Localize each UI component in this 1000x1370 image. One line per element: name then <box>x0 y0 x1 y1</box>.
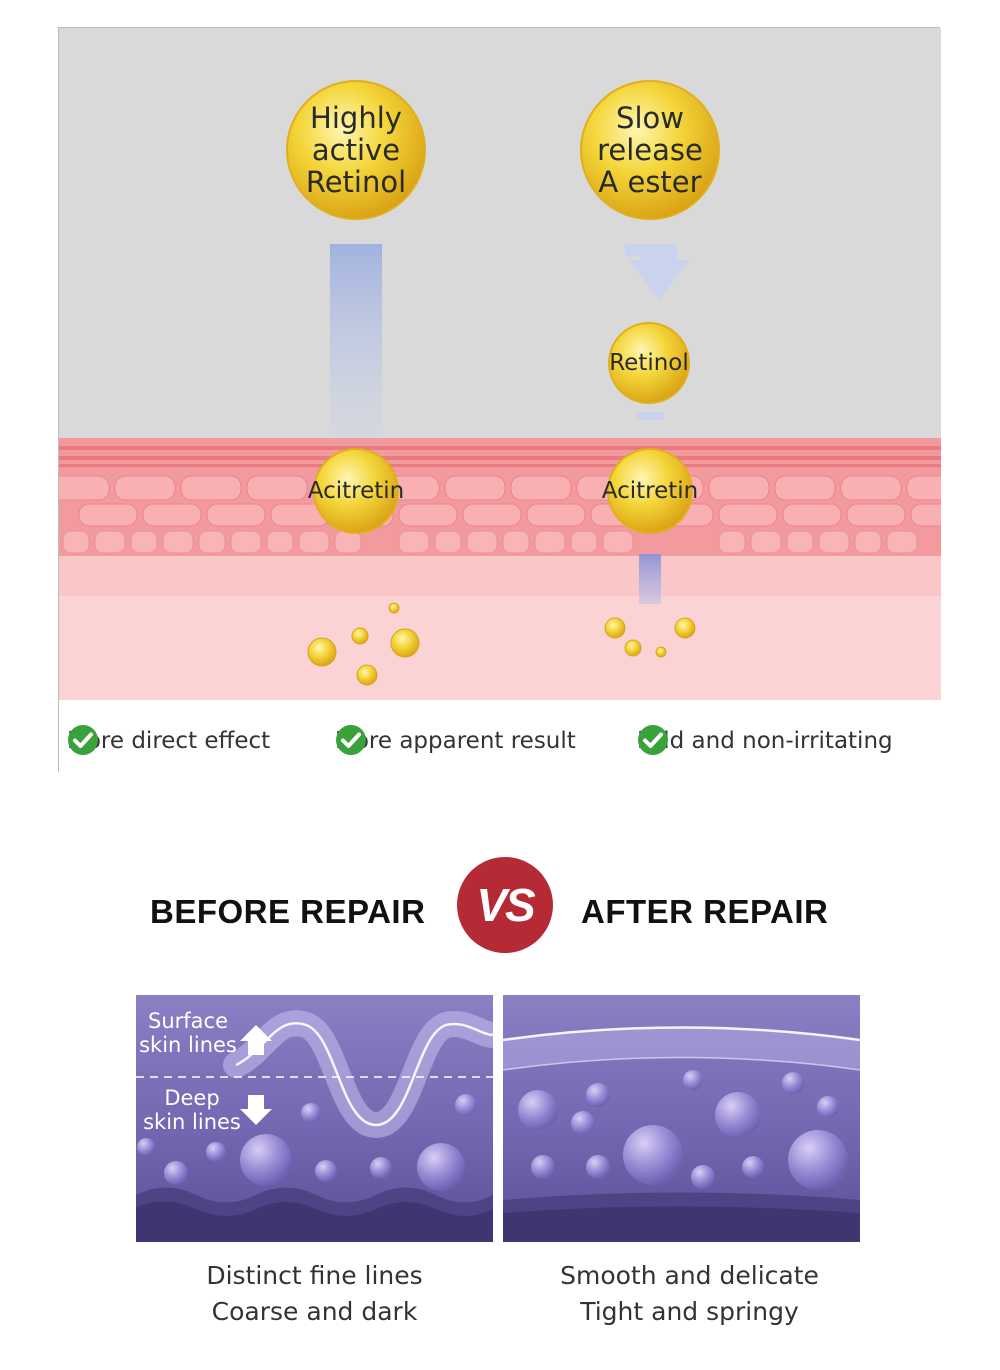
benefit-text: Mild and non-irritating <box>637 728 893 754</box>
vs-badge <box>457 857 553 953</box>
deep-skin-lines-label: Deep skin lines <box>143 1086 241 1134</box>
arrow-up-icon <box>240 1025 272 1055</box>
after-repair-illustration <box>503 995 860 1242</box>
retinol-bubble <box>286 80 426 220</box>
retinol-small-bubble <box>608 322 690 404</box>
droplets-left <box>307 602 420 686</box>
mechanism-diagram: Highly active Retinol Slow release A est… <box>58 27 941 773</box>
bubble-label-slow-release-a-ester: Slow release A ester <box>597 101 703 199</box>
droplets-right <box>604 617 696 658</box>
surface-skin-lines-label: Surface skin lines <box>139 1009 237 1057</box>
acitretin-bubble-left <box>313 448 399 534</box>
vs-label: VS <box>476 879 535 931</box>
before-repair-title: BEFORE REPAIR <box>150 893 426 930</box>
bubble-label-acitretin-left: Acitretin <box>307 478 405 504</box>
arrow-down-icon <box>240 1095 272 1125</box>
benefit-item: More direct effect <box>67 724 270 758</box>
before-repair-illustration: Surface skin lines Deep skin lines <box>136 995 493 1242</box>
check-icon <box>68 725 98 755</box>
benefit-item: Mild and non-irritating <box>637 724 893 758</box>
bubble-label-acitretin-right: Acitretin <box>601 478 699 504</box>
bubble-label-retinol: Retinol <box>609 350 689 376</box>
before-caption: Distinct fine lines Coarse and dark <box>206 1261 423 1326</box>
a-ester-bubble <box>580 80 720 220</box>
after-caption: Smooth and delicate Tight and springy <box>560 1261 819 1326</box>
benefit-text: More apparent result <box>335 728 576 754</box>
acitretin-bubble-right <box>607 448 693 534</box>
skin-layers-illustration <box>59 28 941 773</box>
check-icon <box>336 725 366 755</box>
check-icon <box>638 725 668 755</box>
bubble-label-highly-active-retinol: Highly active Retinol <box>305 101 407 199</box>
benefit-text: More direct effect <box>67 728 271 754</box>
benefit-item: More apparent result <box>335 724 576 758</box>
after-repair-title: AFTER REPAIR <box>581 893 829 930</box>
